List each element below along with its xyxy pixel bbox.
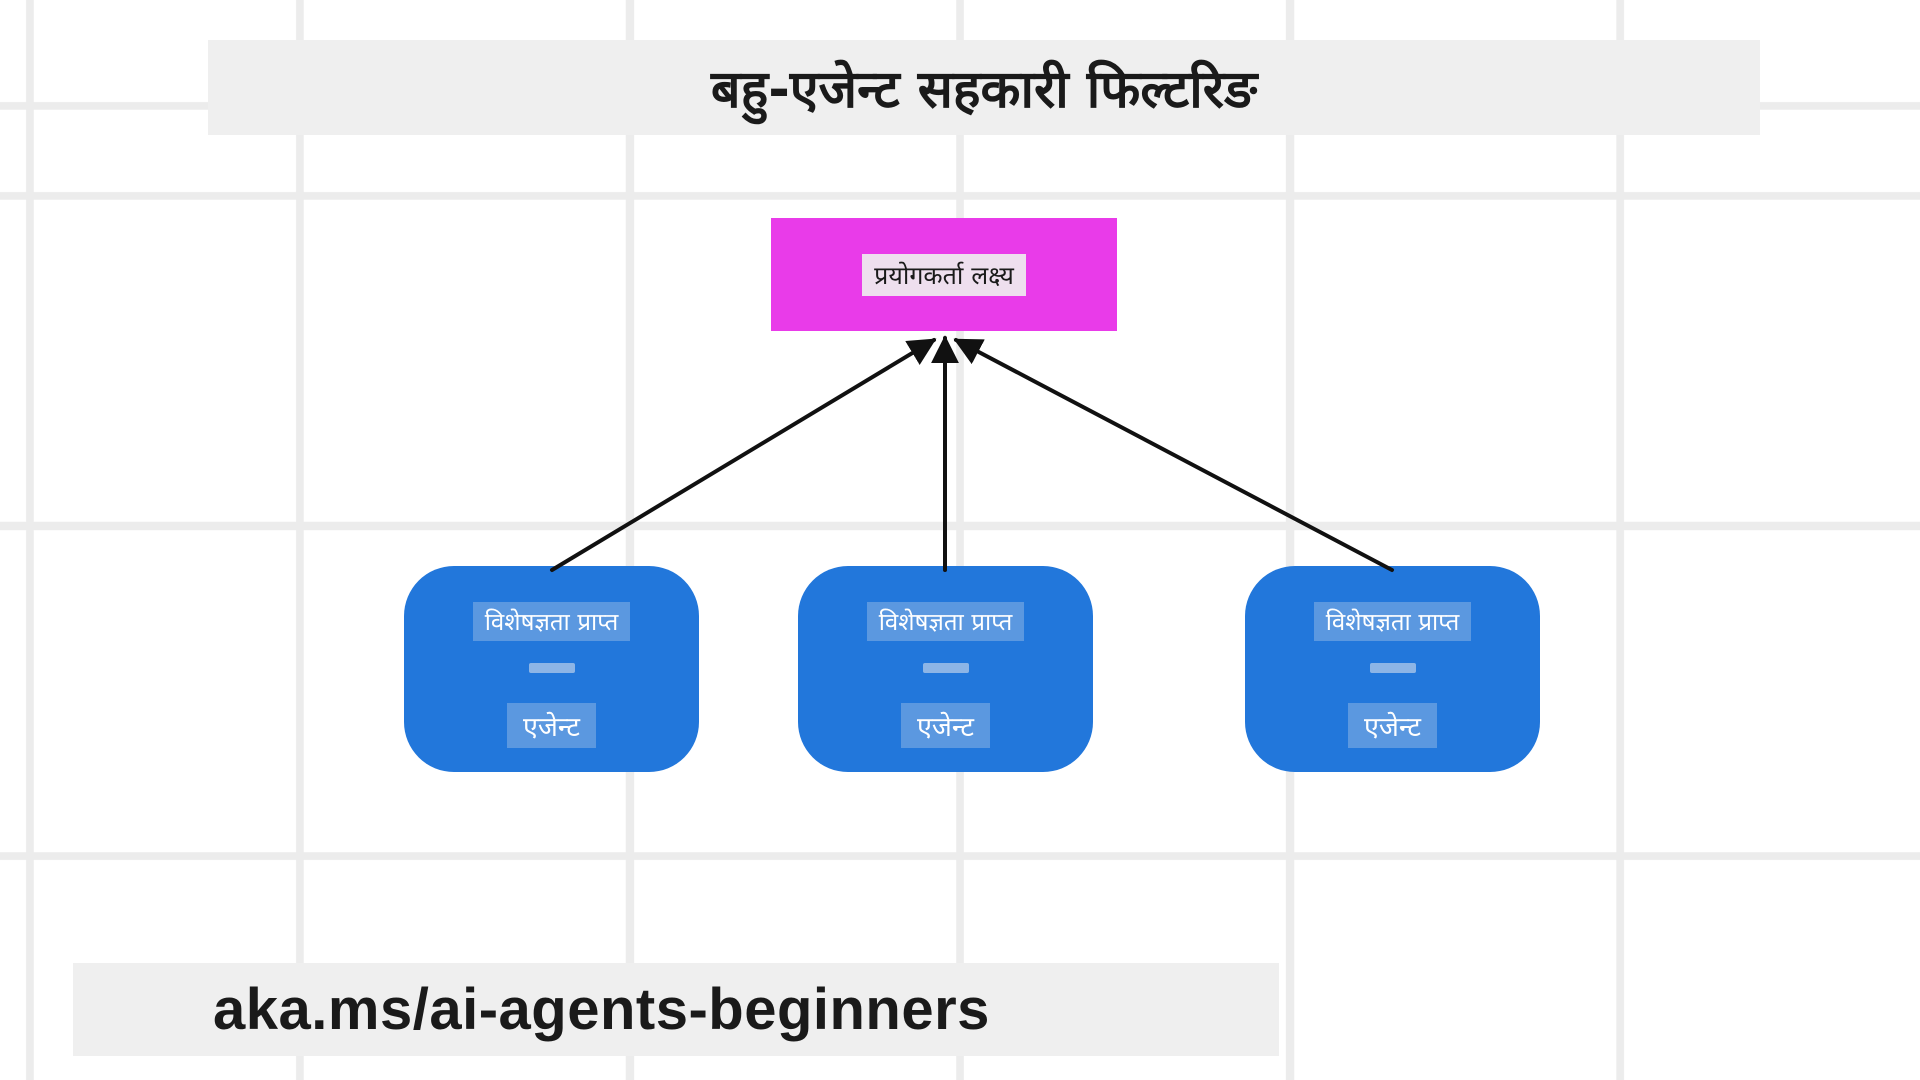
fine-print-smudge — [922, 663, 969, 673]
agent-node-2-label-line1: विशेषज्ञता प्राप्त — [866, 602, 1025, 641]
agent-node-3-label-line2: एजेन्ट — [1347, 703, 1438, 748]
agent-node-1-label-line2: एजेन्ट — [506, 703, 597, 748]
title-banner: बहु-एजेन्ट सहकारी फिल्टरिङ — [208, 40, 1760, 135]
agent-node-1-label-line1: विशेषज्ञता प्राप्त — [472, 602, 631, 641]
goal-node-label: प्रयोगकर्ता लक्ष्य — [862, 253, 1026, 296]
footer-link: aka.ms/ai-agents-beginners — [213, 977, 990, 1042]
agent-node-2: विशेषज्ञता प्राप्त एजेन्ट — [798, 566, 1093, 772]
agent-node-3-label-line1: विशेषज्ञता प्राप्त — [1313, 602, 1472, 641]
agent-node-1: विशेषज्ञता प्राप्त एजेन्ट — [404, 566, 699, 772]
agent-node-2-label-line2: एजेन्ट — [900, 703, 991, 748]
goal-node: प्रयोगकर्ता लक्ष्य — [771, 218, 1117, 331]
agent-node-3: विशेषज्ञता प्राप्त एजेन्ट — [1245, 566, 1540, 772]
footer-banner: aka.ms/ai-agents-beginners — [73, 963, 1279, 1056]
fine-print-smudge — [1369, 663, 1416, 673]
fine-print-smudge — [528, 663, 575, 673]
diagram-title: बहु-एजेन्ट सहकारी फिल्टरिङ — [710, 60, 1258, 120]
